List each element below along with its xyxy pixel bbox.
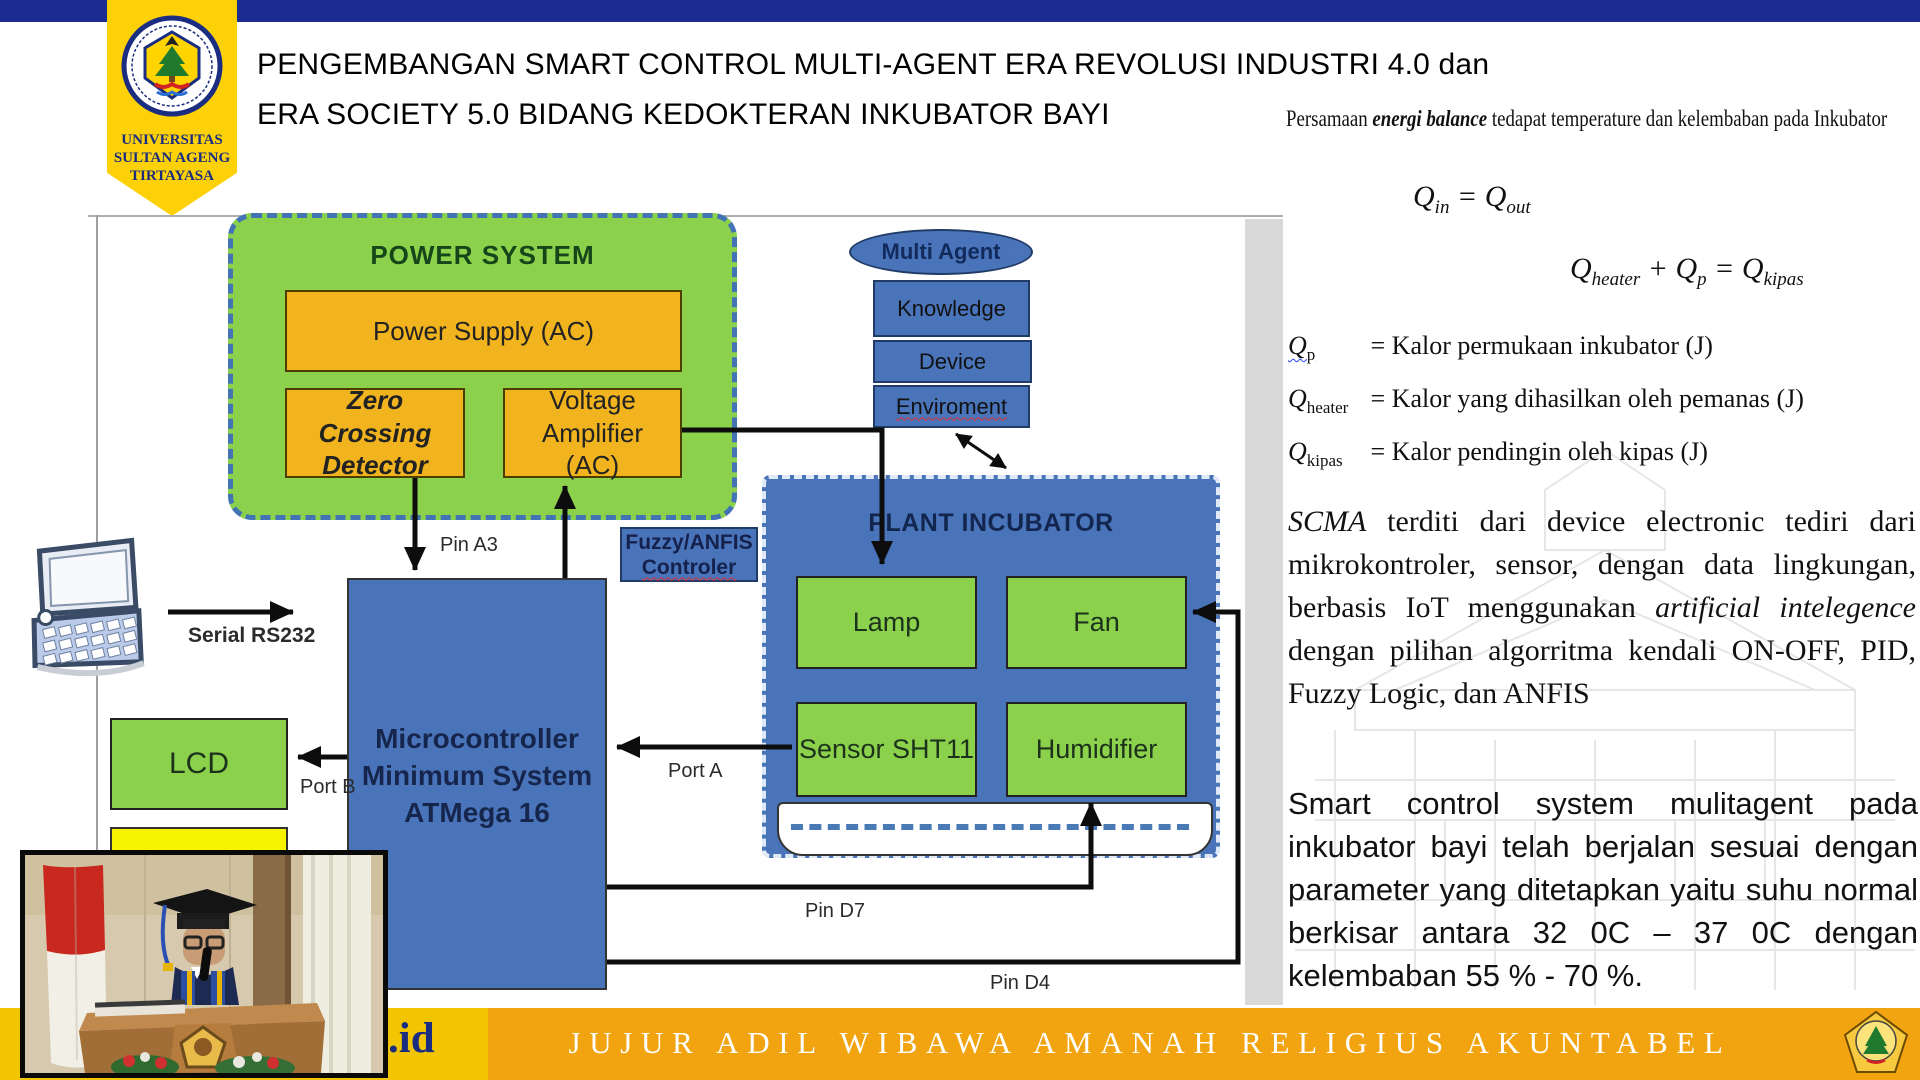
equation-heat-balance: Qheater + Qp = Qkipas <box>1570 252 1804 291</box>
slide-title-line1: PENGEMBANGAN SMART CONTROL MULTI-AGENT E… <box>257 48 1490 81</box>
micro-line3: ATMega 16 <box>404 797 550 828</box>
footer-orange-segment <box>488 1008 1920 1080</box>
serial-rs232-label: Serial RS232 <box>188 624 316 647</box>
device-box: Device <box>873 340 1032 383</box>
university-name-line2: SULTAN AGENG <box>113 150 231 166</box>
arrow-environment-incubator <box>955 432 1007 470</box>
webcam-video <box>20 850 388 1080</box>
eq2-plus: + <box>1647 252 1668 285</box>
heading-suffix: tedapat temperature dan kelembaban pada … <box>1487 106 1888 131</box>
scma-paragraph: SCMA terditi dari device electronic tedi… <box>1288 500 1916 715</box>
power-system-title: POWER SYSTEM <box>370 240 595 270</box>
micro-line1: Microcontroller <box>375 723 579 754</box>
port-b-label: Port B <box>300 776 356 798</box>
definition-row-qp: Qp = Kalor permukaan inkubator (J) <box>1288 331 1918 365</box>
def0-text: = Kalor permukaan inkubator (J) <box>1370 331 1713 360</box>
fuzzy-line2: Controler <box>641 555 737 579</box>
scma-text-b: dengan pilihan algorritma kendali ON-OFF… <box>1288 634 1916 710</box>
environment-box: Enviroment <box>873 385 1030 428</box>
university-pennant-logo: UNIVERSITAS SULTAN AGENG TIRTAYASA <box>107 0 237 216</box>
port-a-label: Port A <box>668 760 723 782</box>
university-name-line3: TIRTAYASA <box>130 168 214 184</box>
footer-motto: JUJUR ADIL WIBAWA AMANAH RELIGIUS AKUNTA… <box>568 1025 1732 1060</box>
power-system-group: POWER SYSTEM Power Supply (AC) Zero Cros… <box>228 213 737 520</box>
eq2-t1: Q <box>1570 252 1592 285</box>
energy-balance-heading: Persamaan energi balance tedapat tempera… <box>1286 106 1920 132</box>
university-seal-icon <box>121 15 223 117</box>
conclusion-paragraph: Smart control system mulitagent pada ink… <box>1288 786 1918 993</box>
def1-symbol: Q <box>1288 384 1307 413</box>
pin-d4-label: Pin D4 <box>990 972 1051 994</box>
zero-crossing-detector-box: Zero Crossing Detector <box>285 385 465 480</box>
eq2-t3: Q <box>1741 252 1764 285</box>
incubator-tray <box>777 802 1213 856</box>
sensor-sht11-box: Sensor SHT11 <box>796 702 977 797</box>
eq2-t2-sub: p <box>1697 269 1707 290</box>
definition-row-qkipas: Qkipas = Kalor pendingin oleh kipas (J) <box>1288 437 1918 471</box>
slide-title-line2: ERA SOCIETY 5.0 BIDANG KEDOKTERAN INKUBA… <box>257 98 1110 131</box>
environment-label: Enviroment <box>895 393 1008 419</box>
heading-italic: energi balance <box>1372 106 1488 131</box>
equation-qin-qout: Qin = Qout <box>1413 180 1531 219</box>
top-navy-bar <box>0 0 1920 22</box>
footer-university-seal-icon <box>1843 1010 1909 1073</box>
scma-abbrev: SCMA <box>1288 505 1367 538</box>
eq1-rhs: Q <box>1484 180 1507 213</box>
eq2-equals: = <box>1714 252 1735 285</box>
microcontroller-box: Microcontroller Minimum System ATMega 16 <box>347 578 607 990</box>
watermark-building <box>1295 448 1915 1005</box>
scma-text-a: terditi dari device electronic tediri da… <box>1288 505 1916 624</box>
def2-symbol: Q <box>1288 437 1307 466</box>
lcd-box: LCD <box>110 718 288 810</box>
eq2-t1-sub: heater <box>1591 269 1641 290</box>
fuzzy-anfis-controller-box: Fuzzy/ANFIS Controler <box>620 527 758 582</box>
def2-symbol-sub: kipas <box>1306 451 1343 471</box>
pin-d7-label: Pin D7 <box>805 900 866 922</box>
pin-a3-label: Pin A3 <box>440 534 498 556</box>
knowledge-box: Knowledge <box>873 280 1030 337</box>
indonesian-flag-red <box>43 865 105 955</box>
fuzzy-line1: Fuzzy/ANFIS <box>625 530 753 554</box>
heading-prefix: Persamaan <box>1286 106 1373 131</box>
webcam-scene <box>25 855 383 1080</box>
def1-symbol-sub: heater <box>1306 398 1349 418</box>
def1-text: = Kalor yang dihasilkan oleh pemanas (J) <box>1370 384 1804 413</box>
diagram-right-gutter <box>1245 219 1283 1005</box>
eq1-equals: = <box>1456 180 1478 213</box>
voltage-amplifier-box: Voltage Amplifier (AC) <box>503 385 682 480</box>
def2-text: = Kalor pendingin oleh kipas (J) <box>1370 437 1708 466</box>
scma-ai-italic: artificial intelegence <box>1655 591 1916 624</box>
eq1-rhs-sub: out <box>1506 197 1531 218</box>
definition-row-qheater: Qheater = Kalor yang dihasilkan oleh pem… <box>1288 384 1918 418</box>
humidifier-box: Humidifier <box>1006 702 1187 797</box>
eq1-lhs-sub: in <box>1434 197 1450 218</box>
lamp-box: Lamp <box>796 576 977 669</box>
footer-domain-suffix: .id <box>388 1015 435 1062</box>
def0-symbol: Q <box>1288 331 1307 360</box>
laptop-icon <box>31 537 145 677</box>
eq2-t2: Q <box>1675 252 1698 285</box>
university-name-line1: UNIVERSITAS <box>121 132 223 148</box>
def0-symbol-sub: p <box>1306 345 1316 365</box>
plant-incubator-title: PLANT INCUBATOR <box>868 509 1114 537</box>
incubator-tray-dashed-line <box>791 824 1189 830</box>
multi-agent-ellipse: Multi Agent <box>849 229 1033 275</box>
micro-line2: Minimum System <box>361 760 593 791</box>
fan-box: Fan <box>1006 576 1187 669</box>
power-supply-box: Power Supply (AC) <box>285 290 682 372</box>
plant-incubator-group: PLANT INCUBATOR Lamp Fan Sensor SHT11 Hu… <box>762 475 1220 858</box>
eq1-lhs: Q <box>1413 180 1435 213</box>
eq2-t3-sub: kipas <box>1763 269 1804 290</box>
speaker <box>153 889 257 1005</box>
